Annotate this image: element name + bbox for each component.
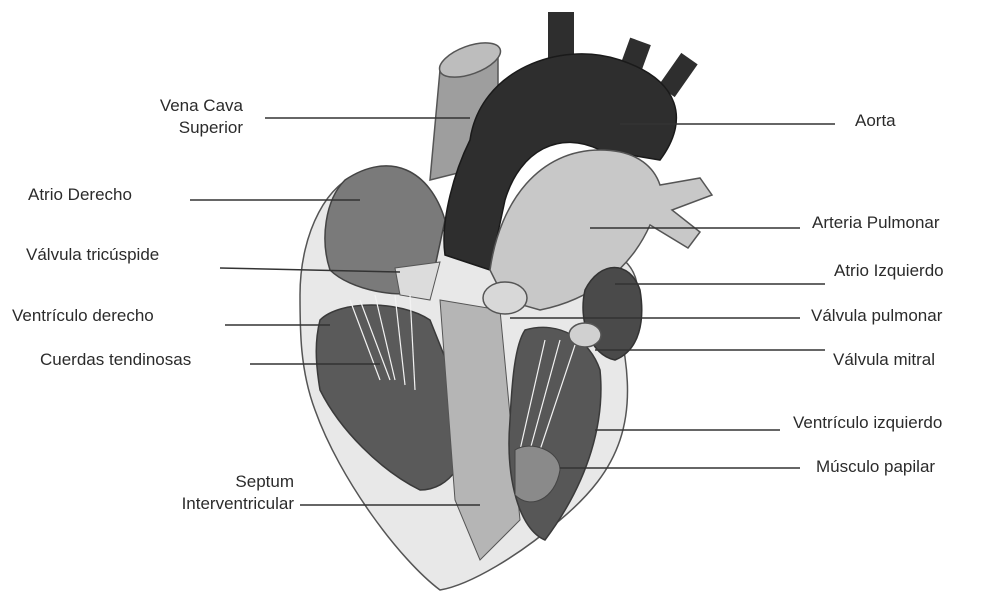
mitral-valve-shape: [569, 323, 601, 347]
label-arteria-pulmonar: Arteria Pulmonar: [812, 212, 940, 234]
label-vena-cava-line1: Vena Cava: [140, 95, 243, 117]
label-valvula-pulmonar: Válvula pulmonar: [811, 305, 942, 327]
label-ventriculo-derecho: Ventrículo derecho: [12, 305, 154, 327]
label-valvula-tricuspide: Válvula tricúspide: [26, 244, 159, 266]
label-musculo-papilar: Músculo papilar: [816, 456, 935, 478]
label-valvula-mitral: Válvula mitral: [833, 349, 935, 371]
label-vena-cava-line2: Superior: [140, 117, 243, 139]
label-aorta: Aorta: [855, 110, 896, 132]
label-septum: Septum Interventricular: [146, 471, 294, 515]
label-atrio-izquierdo: Atrio Izquierdo: [834, 260, 944, 282]
label-septum-line1: Septum: [146, 471, 294, 493]
label-ventriculo-izquierdo: Ventrículo izquierdo: [793, 412, 942, 434]
label-atrio-derecho: Atrio Derecho: [28, 184, 132, 206]
label-septum-line2: Interventricular: [146, 493, 294, 515]
label-cuerdas-tendinosas: Cuerdas tendinosas: [40, 349, 191, 371]
label-vena-cava: Vena Cava Superior: [140, 95, 243, 139]
pulmonary-valve-shape: [483, 282, 527, 314]
